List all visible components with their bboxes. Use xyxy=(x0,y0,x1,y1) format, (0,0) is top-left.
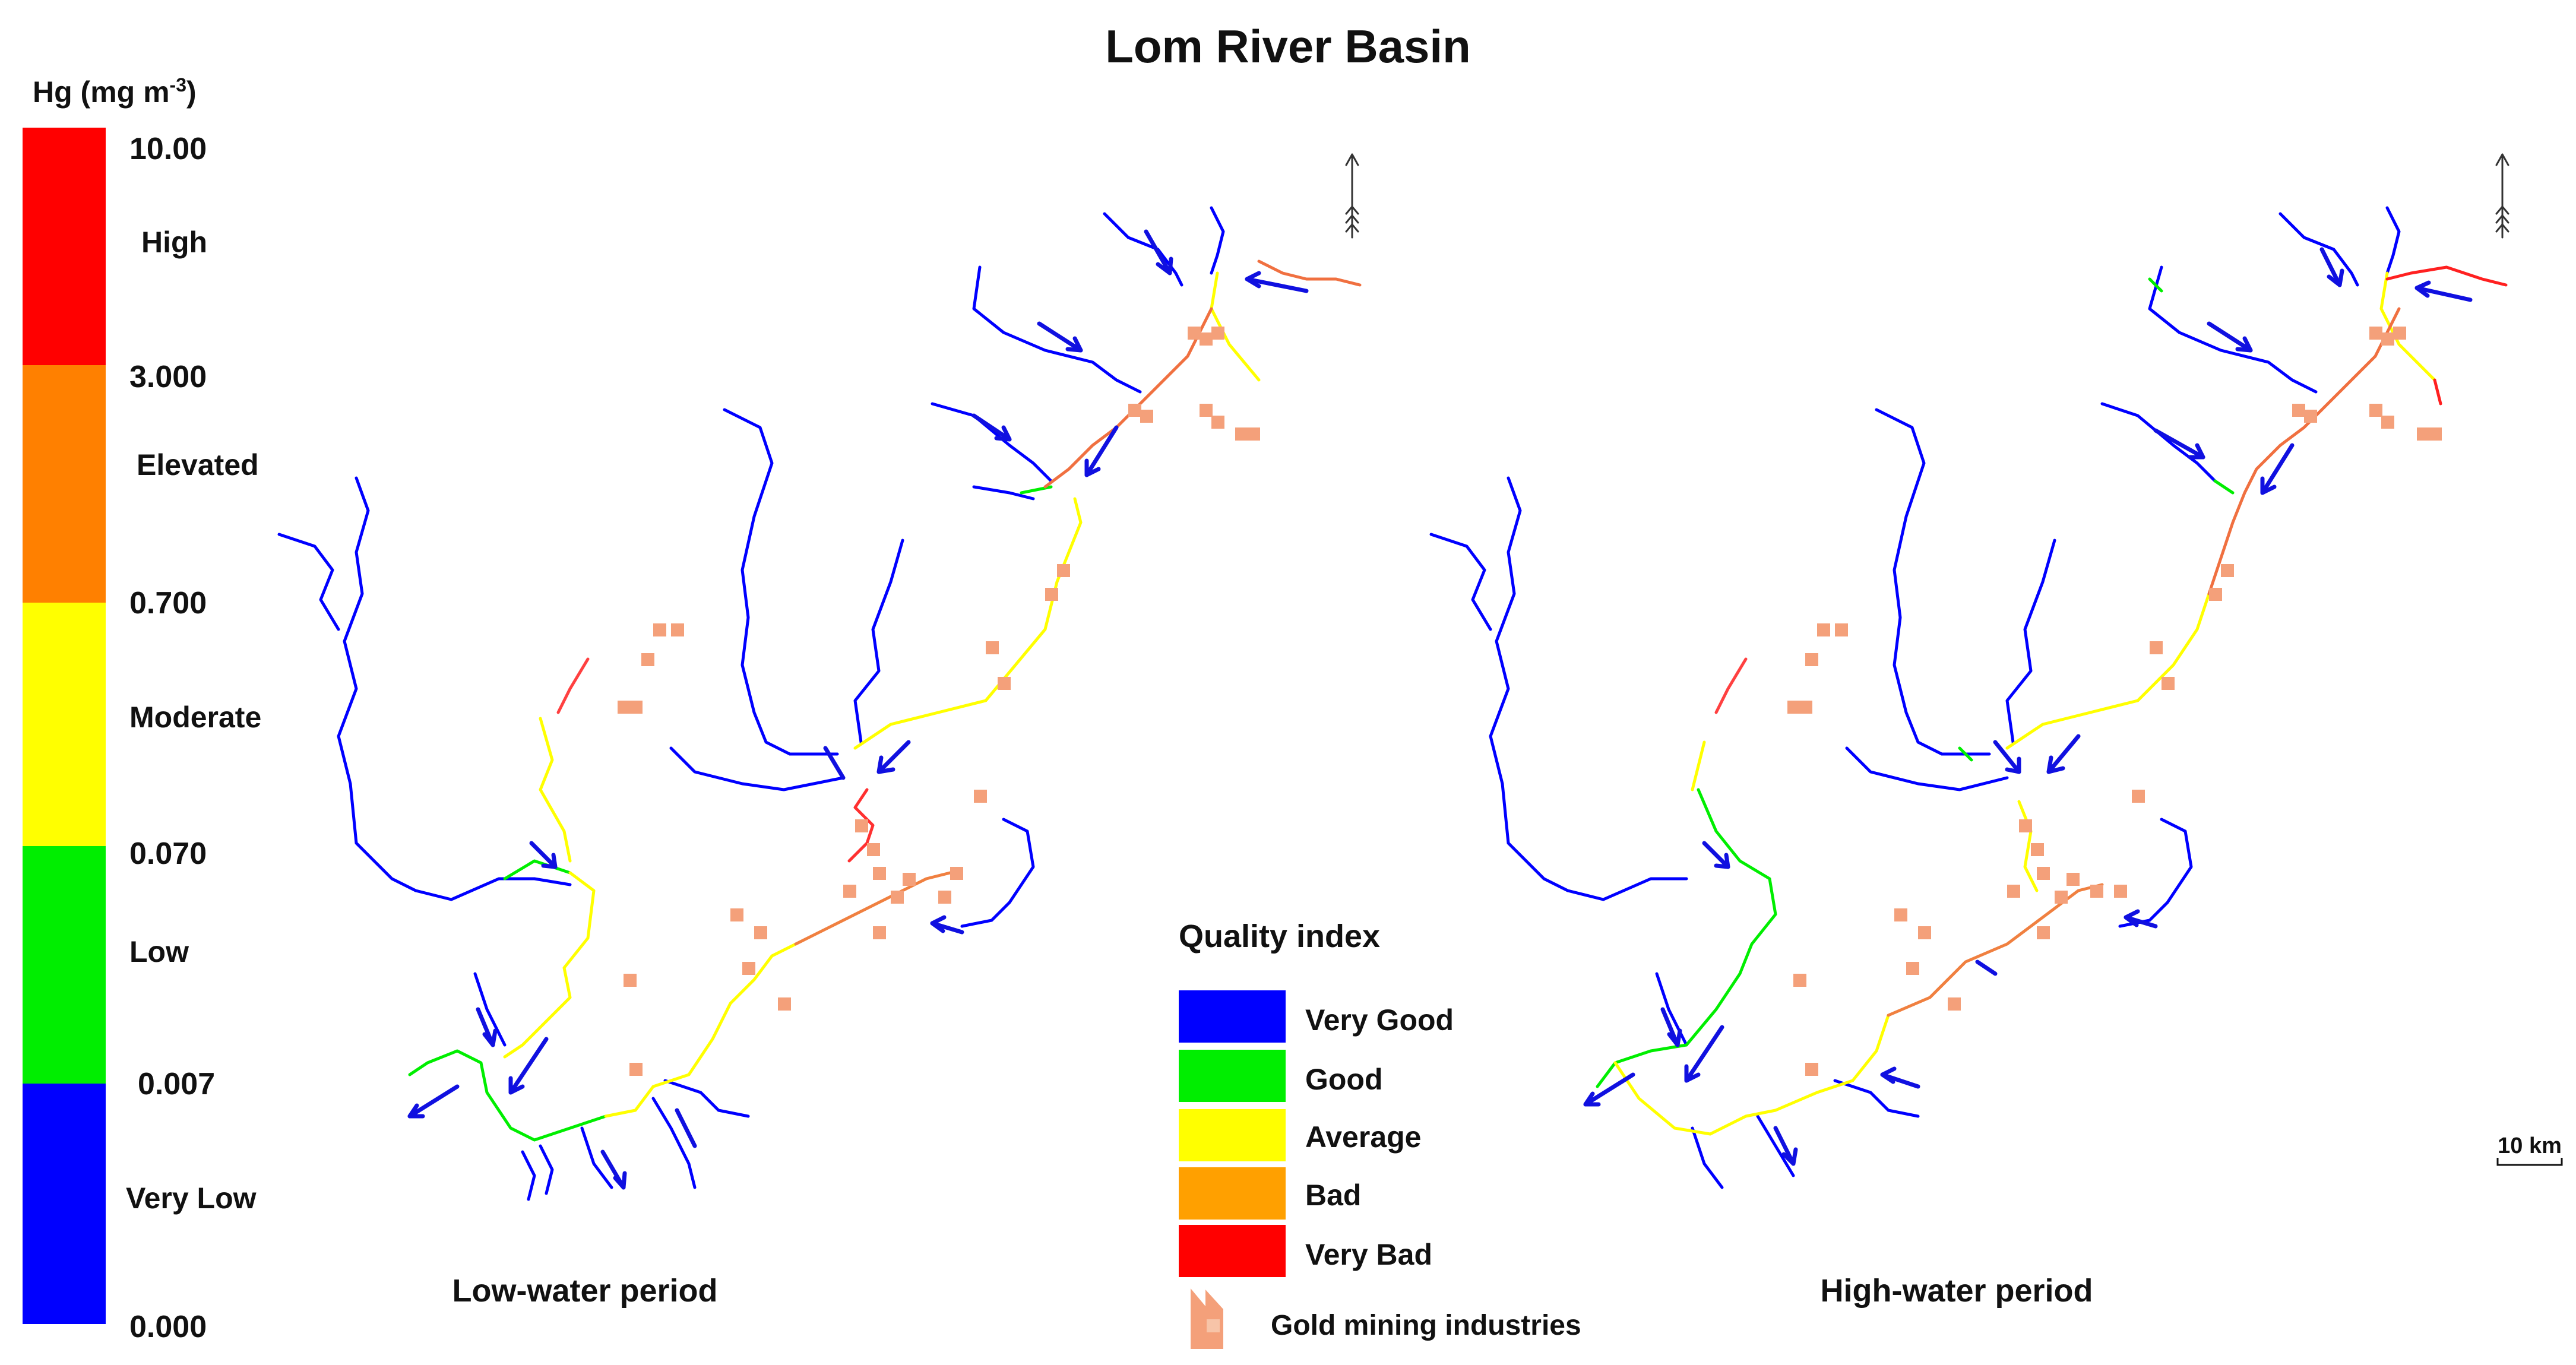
legend-label-gold-mining: Gold mining industries xyxy=(1271,1310,1581,1341)
hg-threshold: 0.700 xyxy=(129,586,207,620)
hg-threshold: 0.000 xyxy=(129,1310,207,1344)
hg-band-label: High xyxy=(141,226,207,259)
legend-label: Very Good xyxy=(1305,1003,1454,1037)
legend-swatch-average xyxy=(1179,1109,1286,1161)
gold-mine-icon xyxy=(1191,1288,1223,1349)
hg-scale: Hg (mg m-3) 10.00 3.000 0.700 0.070 0.00… xyxy=(23,74,261,1344)
panel-label-low-water: Low-water period xyxy=(452,1273,717,1309)
legend-swatch-bad xyxy=(1179,1167,1286,1220)
hg-threshold: 0.007 xyxy=(138,1067,215,1101)
hg-threshold: 0.070 xyxy=(129,837,207,871)
map-title: Lom River Basin xyxy=(1105,20,1471,72)
quality-legend: Quality index Very Good Good Average Bad… xyxy=(1179,919,1581,1349)
high-water-map xyxy=(1429,153,2509,1189)
hg-band-moderate xyxy=(23,603,106,846)
hg-band-label: Elevated xyxy=(137,448,259,482)
hg-band-label: Low xyxy=(129,935,189,968)
low-water-map xyxy=(277,153,1362,1201)
hg-band-elevated xyxy=(23,365,106,603)
hg-threshold: 10.00 xyxy=(129,132,207,166)
hg-band-low xyxy=(23,846,106,1084)
legend-swatch-good xyxy=(1179,1050,1286,1102)
hg-band-high xyxy=(23,128,106,365)
legend-swatch-very-good xyxy=(1179,990,1286,1043)
legend-label: Good xyxy=(1305,1063,1383,1096)
panel-label-high-water: High-water period xyxy=(1820,1273,2093,1309)
legend-label: Bad xyxy=(1305,1179,1361,1212)
hg-band-label: Moderate xyxy=(129,701,261,734)
hg-band-label: Very Low xyxy=(126,1182,257,1215)
legend-label: Very Bad xyxy=(1305,1238,1432,1271)
quality-legend-title: Quality index xyxy=(1179,919,1380,954)
legend-swatch-very-bad xyxy=(1179,1225,1286,1277)
hg-threshold: 3.000 xyxy=(129,360,207,394)
hg-band-very-low xyxy=(23,1084,106,1324)
hg-scale-unit: Hg (mg m-3) xyxy=(33,74,197,109)
scale-bar: 10 km xyxy=(2496,1133,2563,1166)
legend-label: Average xyxy=(1305,1120,1421,1154)
scale-bar-label: 10 km xyxy=(2498,1133,2562,1158)
